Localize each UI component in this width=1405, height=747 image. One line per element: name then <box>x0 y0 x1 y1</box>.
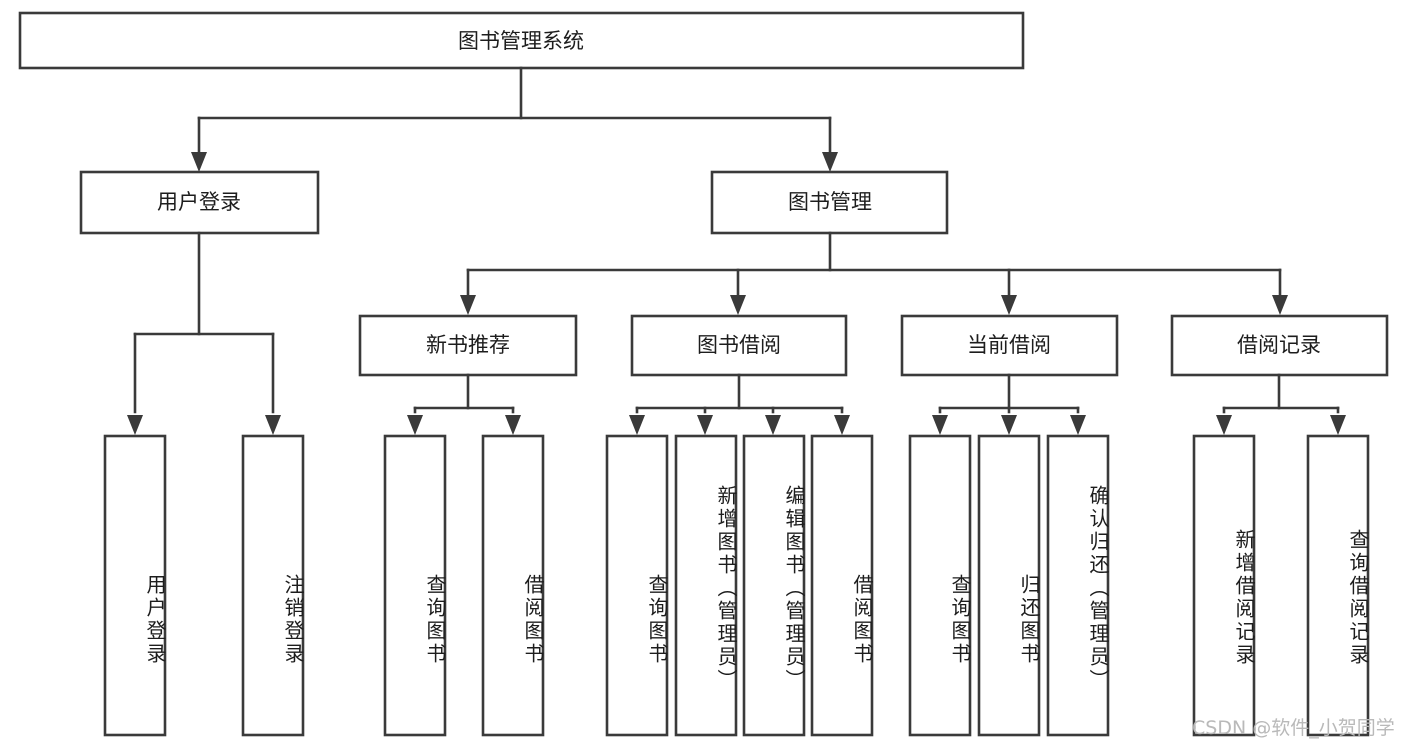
arrowhead-leaf-return-book <box>1001 415 1017 435</box>
node-leaf-user-login-box[interactable] <box>103 434 167 737</box>
arrowhead-leaf-edit-book <box>765 415 781 435</box>
arrowhead-leaf-user-login <box>127 415 143 435</box>
arrowhead-user-login <box>191 152 207 172</box>
node-leaf-add-book-box[interactable] <box>674 434 738 737</box>
arrowhead-leaf-query-book-1 <box>407 415 423 435</box>
node-book-borrow-label: 图书借阅 <box>697 333 781 357</box>
node-leaf-user-logout-box[interactable] <box>241 434 305 737</box>
arrowhead-leaf-confirm-return <box>1070 415 1086 435</box>
node-book-management-label: 图书管理 <box>788 190 872 214</box>
arrowhead-book-management <box>822 152 838 172</box>
node-book-borrow-box[interactable] <box>630 314 848 377</box>
node-user-login-label: 用户登录 <box>157 190 241 214</box>
node-leaf-query-book-3-box[interactable] <box>908 434 972 737</box>
csdn-watermark: CSDN @软件_小贺同学 <box>1192 717 1395 739</box>
node-borrow-record-label: 借阅记录 <box>1237 333 1321 357</box>
node-root-label: 图书管理系统 <box>458 29 584 53</box>
node-leaf-edit-book-box[interactable] <box>742 434 806 737</box>
node-root-box[interactable] <box>18 11 1025 70</box>
arrowhead-leaf-query-book-3 <box>932 415 948 435</box>
arrowhead-book-borrow <box>730 295 746 315</box>
node-leaf-add-record-box[interactable] <box>1192 434 1256 737</box>
node-new-book-recommend-label: 新书推荐 <box>426 333 510 357</box>
node-book-management-box[interactable] <box>710 170 949 235</box>
arrowhead-leaf-borrow-book-2 <box>834 415 850 435</box>
arrowhead-current-borrow <box>1001 295 1017 315</box>
arrowhead-leaf-borrow-book-1 <box>505 415 521 435</box>
arrowhead-borrow-record <box>1272 295 1288 315</box>
node-leaf-confirm-return-box[interactable] <box>1046 434 1110 737</box>
node-leaf-query-book-2-box[interactable] <box>605 434 669 737</box>
arrowhead-new-book-recommend <box>460 295 476 315</box>
node-current-borrow-box[interactable] <box>900 314 1119 377</box>
node-leaf-borrow-book-2-box[interactable] <box>810 434 874 737</box>
arrowhead-leaf-user-logout <box>265 415 281 435</box>
arrowhead-leaf-add-book <box>697 415 713 435</box>
arrowhead-leaf-query-record <box>1330 415 1346 435</box>
arrowhead-leaf-add-record <box>1216 415 1232 435</box>
node-leaf-query-record-box[interactable] <box>1306 434 1370 737</box>
node-new-book-recommend-box[interactable] <box>358 314 578 377</box>
node-leaf-query-book-1-box[interactable] <box>383 434 447 737</box>
node-leaf-return-book-box[interactable] <box>977 434 1041 737</box>
node-current-borrow-label: 当前借阅 <box>967 333 1051 357</box>
node-borrow-record-box[interactable] <box>1170 314 1389 377</box>
node-leaf-borrow-book-1-box[interactable] <box>481 434 545 737</box>
arrowhead-leaf-query-book-2 <box>629 415 645 435</box>
